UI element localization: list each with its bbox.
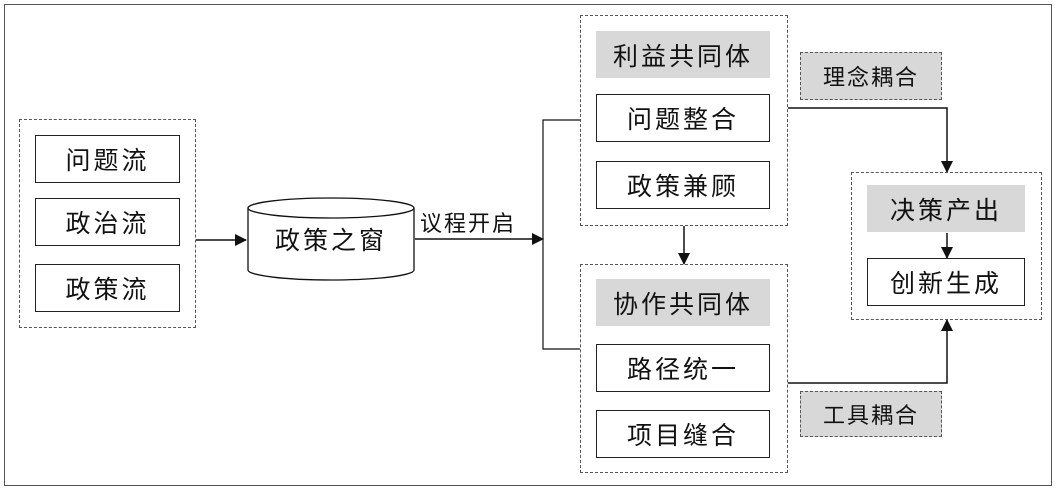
policy-window-label: 政策之窗: [274, 226, 387, 255]
agenda-opening-label: 议程开启: [420, 212, 517, 237]
streams-group: [19, 119, 196, 328]
bracket-communities: [542, 119, 580, 350]
decision-group: [851, 172, 1042, 320]
arrow-idea-coupling: [788, 107, 953, 173]
problem-integration: 问题整合: [596, 94, 770, 142]
collab-community-group: [580, 264, 788, 473]
stream-problem: 问题流: [35, 135, 180, 183]
policy-window-cylinder: [247, 197, 415, 281]
stream-politics: 政治流: [35, 198, 180, 246]
idea-coupling-tag: 理念耦合: [800, 52, 942, 100]
diagram-frame: [4, 4, 1052, 486]
arrow-tool-coupling: [788, 319, 953, 384]
tool-coupling-tag: 工具耦合: [800, 391, 942, 437]
interest-community-group: [580, 15, 788, 226]
project-stitching: 项目缝合: [596, 410, 770, 458]
innovation-generation: 创新生成: [867, 258, 1025, 306]
stream-policy: 政策流: [35, 264, 180, 312]
collab-community-title: 协作共同体: [596, 279, 770, 326]
decision-output-title: 决策产出: [867, 185, 1025, 232]
policy-balance: 政策兼顾: [596, 161, 770, 209]
path-unification: 路径统一: [596, 344, 770, 392]
interest-community-title: 利益共同体: [596, 31, 770, 78]
